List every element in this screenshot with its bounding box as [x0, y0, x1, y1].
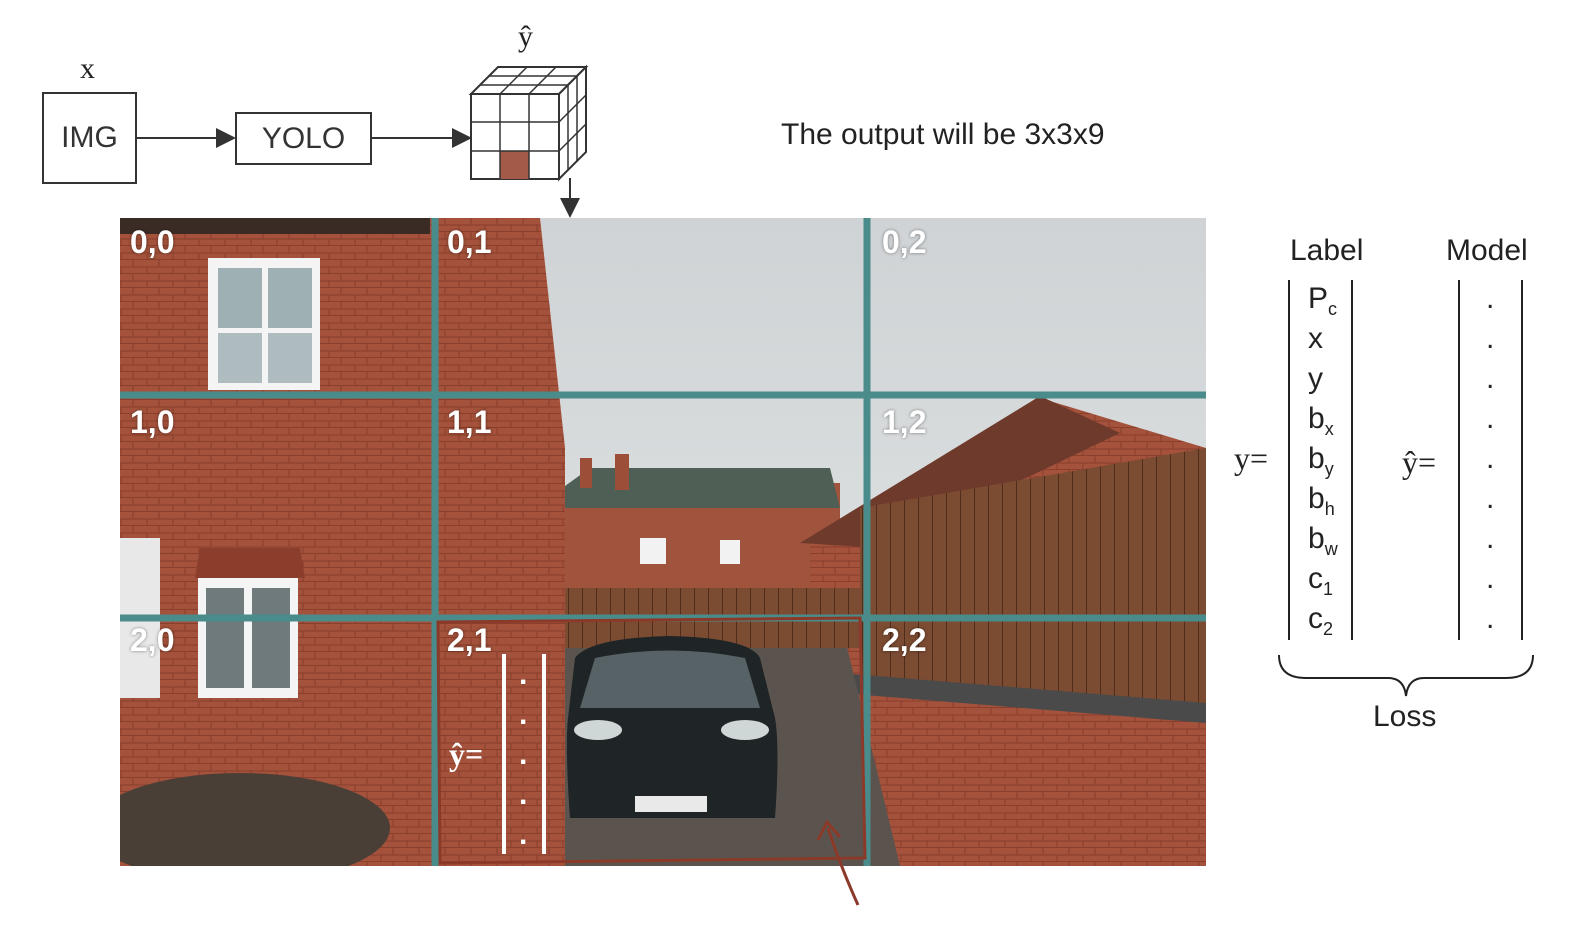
cell-label-2-0: 2,0 [130, 622, 175, 658]
cube-highlighted-cell [500, 151, 529, 179]
model-vector-bar-left [1458, 280, 1460, 640]
pointer-arrow [816, 819, 860, 906]
model-entry: . [1486, 362, 1495, 395]
cell-label-1-0: 1,0 [130, 404, 175, 440]
loss-label: Loss [1373, 700, 1437, 733]
y-symbol: y= [1234, 440, 1269, 476]
cell-label-0-1: 0,1 [447, 224, 492, 260]
input-symbol: x [80, 52, 95, 85]
label-entry-c1: c1 [1308, 562, 1334, 599]
highlight-box [436, 616, 867, 865]
label-entry-y: y [1308, 362, 1323, 395]
cell-vector-bar-left [502, 654, 506, 854]
img-box: IMG [42, 92, 137, 184]
cell-vector-entry: . [519, 818, 528, 851]
yhat-symbol: ŷ= [1402, 444, 1437, 480]
label-entry-bw: bw [1308, 522, 1338, 559]
street-photo [120, 218, 1206, 866]
grid-overlay [120, 218, 1206, 866]
cell-label-1-2: 1,2 [882, 404, 927, 440]
label-vector-bar-left [1288, 280, 1290, 640]
pipeline-arrows [137, 128, 580, 218]
label-entry-by: by [1308, 442, 1334, 479]
label-entry-pc: Pc [1308, 282, 1338, 319]
model-entry: . [1486, 322, 1495, 355]
label-vector-bar-right [1351, 280, 1353, 640]
model-header: Model [1446, 234, 1528, 267]
model-entry: . [1486, 482, 1495, 515]
cell-label-0-2: 0,2 [882, 224, 927, 260]
label-entry-bx: bx [1308, 402, 1334, 439]
label-header: Label [1290, 234, 1364, 267]
model-entry: . [1486, 562, 1495, 595]
cell-vector-entry: . [519, 778, 528, 811]
cell-vector-entry: . [519, 698, 528, 731]
label-entry-x: x [1308, 322, 1323, 355]
cell-vector-entry: . [519, 658, 528, 691]
model-entry: . [1486, 522, 1495, 555]
yolo-box: YOLO [235, 112, 372, 165]
model-entry: . [1486, 402, 1495, 435]
output-symbol: ŷ [518, 20, 533, 53]
label-entry-bh: bh [1308, 482, 1335, 519]
cell-vector-entry: . [519, 738, 528, 771]
model-entry: . [1486, 442, 1495, 475]
cell-vector-symbol: ŷ= [449, 736, 484, 772]
output-caption: The output will be 3x3x9 [781, 118, 1105, 151]
label-entry-c2: c2 [1308, 602, 1334, 639]
cell-label-2-2: 2,2 [882, 622, 927, 658]
model-vector-bar-right [1521, 280, 1523, 640]
loss-brace [1278, 654, 1534, 697]
model-entry: . [1486, 602, 1495, 635]
model-entry: . [1486, 282, 1495, 315]
cell-label-0-0: 0,0 [130, 224, 175, 260]
output-cube [468, 64, 589, 182]
cell-label-2-1: 2,1 [447, 622, 492, 658]
label-vector: Pc x y bx by bh bw c1 c2 [1308, 0, 1368, 936]
cell-vector-bar-right [542, 654, 546, 854]
cell-label-1-1: 1,1 [447, 404, 492, 440]
